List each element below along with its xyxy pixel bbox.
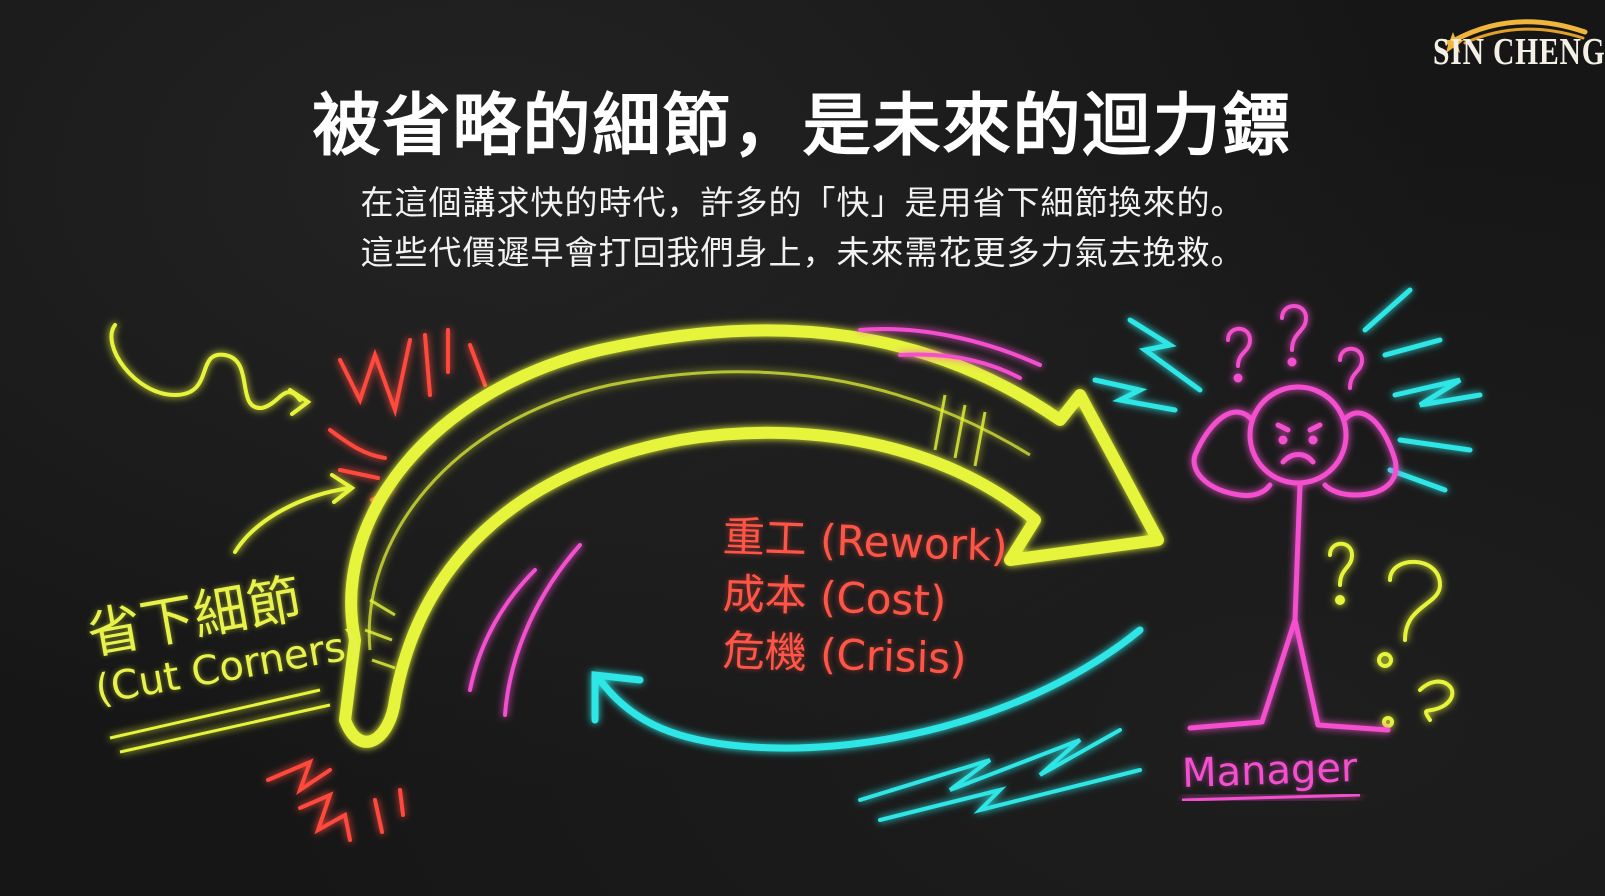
logo-text: SIN CHENG [1433,31,1605,73]
cost-item-en: (Rework) [819,515,1009,571]
impact-burst-bottom-icon [266,758,405,842]
cost-item-en: (Cost) [819,572,948,626]
return-arrow [591,626,1144,752]
impact-burst-top-icon [328,328,487,502]
cost-item-cn: 重工 [721,511,808,564]
brand-logo: SIN CHENG [1425,10,1605,80]
subtitle-line-1: 在這個講求快的時代，許多的「快」是用省下細節換來的。 [360,183,1245,222]
speed-lines-bottom [468,543,582,717]
manager-label: Manager [1181,744,1359,798]
question-marks-icon [1226,304,1455,728]
subtitle-line-2: 這些代價遲早會打回我們身上，未來需花更多力氣去挽救。 [360,233,1245,272]
speed-lines-top [858,327,1042,380]
cost-item-cn: 危機 [721,625,808,678]
page-title: 被省略的細節，是未來的迴力鏢 [312,87,1293,166]
cost-item-cn: 成本 [721,568,808,621]
stress-marks-icon [1092,287,1483,493]
cost-item-en: (Crisis) [819,629,968,684]
stressed-stick-figure-icon [1187,384,1399,733]
cost-item-crisis: 危機 (Crisis) [722,617,968,686]
squiggle-arrow-icon [109,323,312,416]
cut-corners-underline [109,688,331,754]
star-arc-logo-icon [1442,19,1588,53]
pointer-arrow-icon [233,473,356,554]
boomerang-arrow [339,324,1164,748]
manager-underline [1181,793,1361,802]
cyan-zigzag-icon [858,728,1142,822]
